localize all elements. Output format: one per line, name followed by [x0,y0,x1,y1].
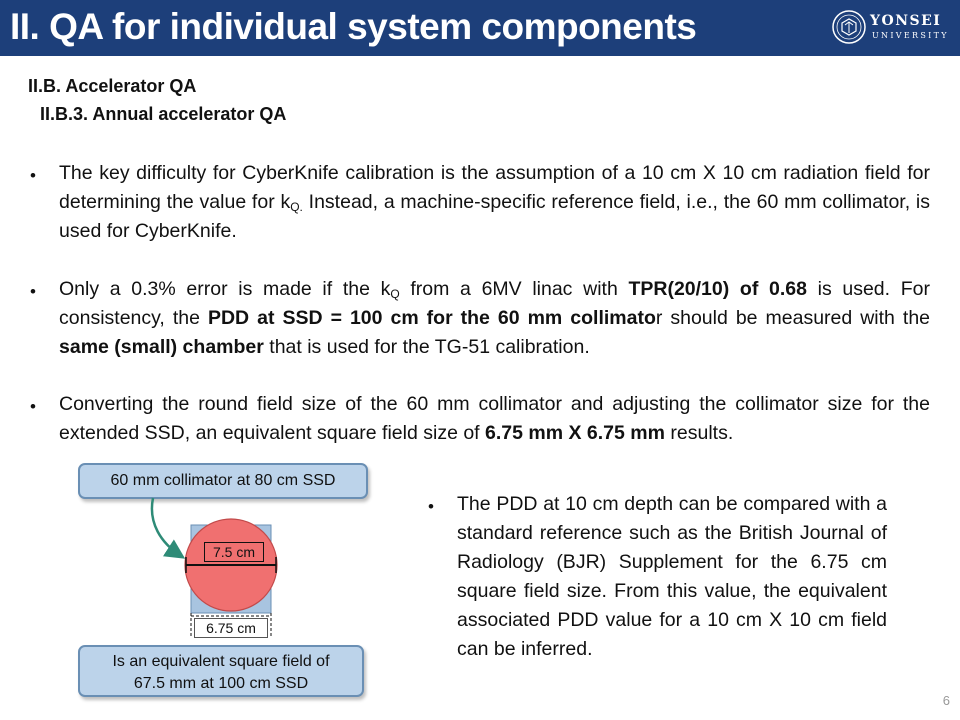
diameter-label: 7.5 cm [204,542,264,562]
bullet-paragraph-2: Only a 0.3% error is made if the kQ from… [59,278,931,358]
bullet-marker: • [30,397,36,416]
bullet-marker: • [428,497,434,516]
logo-name: YONSEI [870,13,942,29]
logo-subtitle: UNIVERSITY [872,31,949,40]
yonsei-seal-icon [832,10,866,44]
side-length-label: 6.75 cm [194,618,268,638]
bullet-paragraph-4: The PDD at 10 cm depth can be compared w… [457,493,887,660]
top-callout: 60 mm collimator at 80 cm SSD [78,463,368,499]
bullet-marker: • [30,166,36,185]
pointer-arrow [150,497,186,559]
bottom-callout: Is an equivalent square field of 67.5 mm… [78,645,364,697]
bottom-callout-line-1: Is an equivalent square field of [112,653,330,670]
collimator-figure: 60 mm collimator at 80 cm SSD 7.5 cm 6.7… [66,458,386,708]
bottom-callout-line-2: 67.5 mm at 100 cm SSD [133,675,309,692]
slide-title: II. QA for individual system components [10,6,697,47]
page-number: 6 [942,693,950,708]
bullet-marker: • [30,282,36,301]
subsection-heading: II.B.3. Annual accelerator QA [40,104,287,124]
section-heading: II.B. Accelerator QA [28,76,197,96]
bullet-paragraph-1: The key difficulty for CyberKnife calibr… [59,162,930,242]
bullet-paragraph-3: Converting the round field size of the 6… [59,393,930,444]
title-bar: II. QA for individual system components … [0,0,960,56]
